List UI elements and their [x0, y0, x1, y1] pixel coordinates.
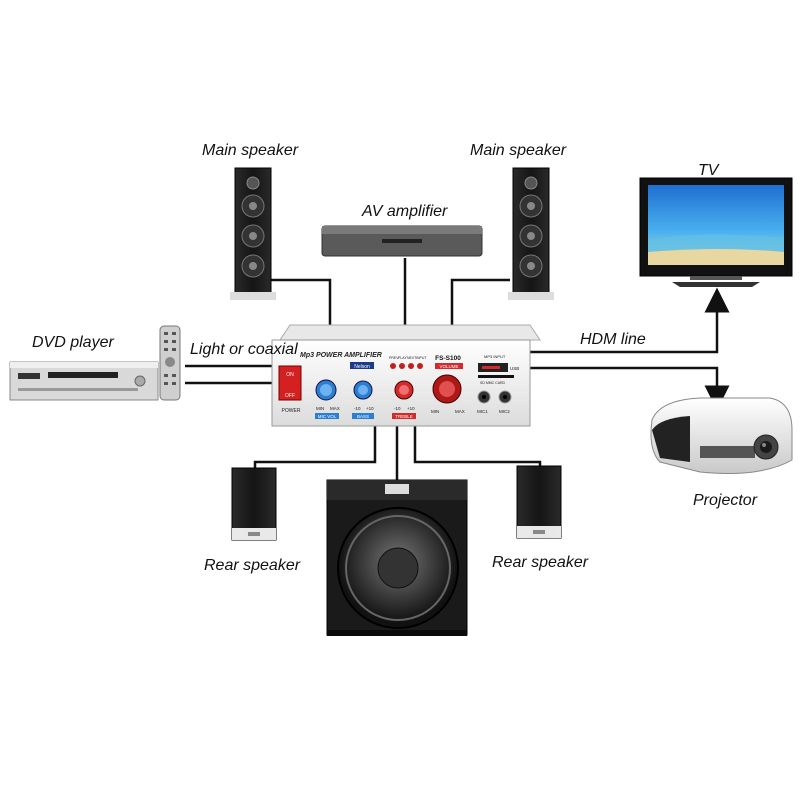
label-tv: TV — [698, 162, 719, 179]
dvd-player-device — [9, 325, 181, 401]
amp-usb: USB — [510, 366, 519, 371]
power-amplifier: ON OFF POWER Mp3 POWER AMPLIFIER Nelson … — [271, 324, 541, 427]
amp-volume: VOLUME — [439, 364, 458, 369]
label-rear-speaker-left: Rear speaker — [204, 557, 301, 574]
amp-bass: BASS — [357, 414, 369, 419]
amp-vol-max: MAX — [455, 409, 465, 414]
rear-speaker-left — [231, 467, 277, 541]
amp-vol-min: MIN — [431, 409, 439, 414]
wire-projector — [528, 366, 730, 411]
label-av-amplifier: AV amplifier — [362, 203, 448, 220]
amp-mic-min: MIN — [316, 406, 324, 411]
label-rear-speaker-right: Rear speaker — [492, 554, 589, 571]
amp-btn-input: INPUT — [416, 356, 427, 360]
amp-btn-prev: PREV — [389, 356, 399, 360]
amp-bass-plus: +10 — [366, 406, 374, 411]
av-amplifier-device — [321, 225, 483, 257]
amp-bass-minus: -10 — [354, 406, 361, 411]
main-speaker-left — [230, 167, 276, 300]
amp-treble-plus: +10 — [407, 406, 415, 411]
amp-treble: TREBLE — [395, 414, 413, 419]
wire-rear-right — [413, 425, 542, 470]
rear-speaker-right — [516, 465, 562, 539]
amp-btn-play: PLAY — [398, 356, 407, 360]
amp-title: Mp3 POWER AMPLIFIER — [300, 352, 382, 359]
amp-power-on: ON — [286, 372, 294, 378]
projector-device — [650, 397, 793, 474]
amp-mic-max: MAX — [330, 406, 340, 411]
amp-btn-next: NEXT — [407, 356, 417, 360]
label-main-speaker-right: Main speaker — [470, 142, 567, 159]
amp-mic2: MIC2 — [499, 409, 510, 414]
amp-power-label: POWER — [282, 408, 301, 414]
wire-hdm-tv — [528, 287, 730, 354]
subwoofer-device — [326, 479, 468, 636]
amp-brand: Nelson — [354, 364, 370, 370]
label-light-or-coaxial: Light or coaxial — [190, 341, 298, 358]
amp-power-off: OFF — [285, 393, 295, 399]
amp-sd-card: SD MMC CARD — [480, 381, 506, 385]
amp-mic1: MIC1 — [477, 409, 488, 414]
wire-rear-left — [253, 425, 377, 470]
amp-model: FS-S100 — [435, 355, 461, 362]
main-speaker-right — [508, 167, 554, 300]
label-hdm-line: HDM line — [580, 331, 646, 348]
amp-mp3-input: MP3 INPUT — [484, 354, 506, 359]
amp-treble-minus: -10 — [394, 406, 401, 411]
wire-main-speaker-right — [450, 278, 510, 325]
amp-mic-vol: MIC VOL — [318, 414, 337, 419]
label-dvd-player: DVD player — [32, 334, 114, 351]
label-projector: Projector — [693, 492, 758, 509]
tv-device — [639, 177, 793, 287]
label-main-speaker-left: Main speaker — [202, 142, 299, 159]
wire-main-speaker-left — [265, 278, 332, 325]
